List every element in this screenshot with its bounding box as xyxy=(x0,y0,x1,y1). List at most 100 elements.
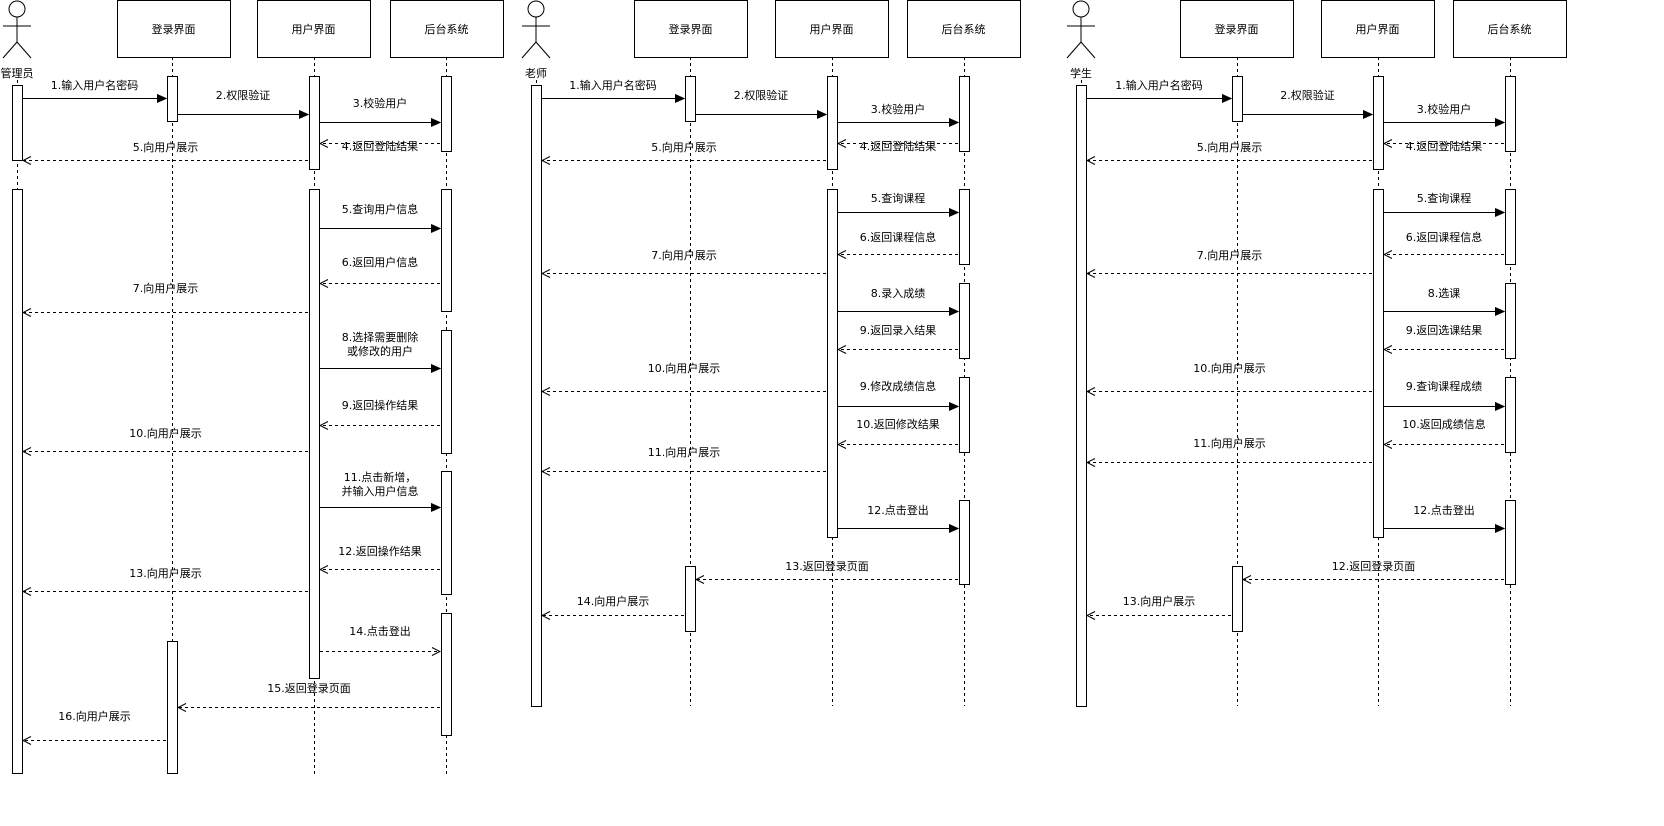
message-label: 16.向用户展示 xyxy=(58,709,131,723)
sequence-diagram-3: 学生登录界面用户界面后台系统1.输入用户名密码2.权限验证3.校验用户4.返回登… xyxy=(1066,0,1567,707)
actor-head xyxy=(8,0,26,18)
activation-bar xyxy=(441,330,452,454)
activation-bar xyxy=(441,189,452,312)
message-label: 9.返回选课结果 xyxy=(1406,324,1483,337)
actor-leg-right xyxy=(535,41,551,59)
activation-bar xyxy=(1232,566,1243,632)
activation-bar xyxy=(959,500,970,585)
participant-label: 登录界面 xyxy=(669,22,713,36)
participant-box xyxy=(1453,0,1567,58)
message-label: 6.返回用户信息 xyxy=(342,255,419,269)
actor-label: 管理员 xyxy=(1,66,34,80)
actor-leg-left xyxy=(2,41,18,59)
actor-head xyxy=(527,0,545,18)
actor-label: 老师 xyxy=(525,67,547,80)
activation-bar xyxy=(12,189,23,774)
participant-label: 后台系统 xyxy=(1488,22,1532,36)
activation-bar xyxy=(1505,76,1516,152)
message-label: 12.点击登出 xyxy=(1413,503,1475,517)
actor-leg-right xyxy=(16,41,32,59)
activation-bar xyxy=(441,471,452,595)
message-label: 5.查询课程 xyxy=(871,191,926,205)
participant-box xyxy=(1180,0,1294,58)
message-label: 14.向用户展示 xyxy=(577,594,650,608)
message-label: 9.修改成绩信息 xyxy=(860,379,937,393)
message-label: 3.校验用户 xyxy=(353,96,408,110)
activation-bar xyxy=(441,76,452,152)
participant-label: 用户界面 xyxy=(1356,22,1400,36)
message-label: 10.向用户展示 xyxy=(129,426,202,440)
activation-bar xyxy=(309,76,320,170)
participant-box xyxy=(775,0,889,58)
activation-bar xyxy=(441,613,452,736)
activation-bar xyxy=(827,76,838,170)
participant-label: 用户界面 xyxy=(810,22,854,36)
message-label: 5.向用户展示 xyxy=(133,140,199,154)
activation-bar xyxy=(959,76,970,152)
actor-head xyxy=(1072,0,1090,18)
message-label: 10.返回修改结果 xyxy=(856,417,940,431)
message-label: 4.返回登陆结果 xyxy=(1406,139,1483,153)
message-label: 15.返回登录页面 xyxy=(267,681,351,695)
actor-leg-right xyxy=(1080,41,1096,59)
actor-figure xyxy=(2,0,32,59)
message-label: 12.返回登录页面 xyxy=(1332,559,1416,573)
activation-bar xyxy=(959,283,970,359)
activation-bar xyxy=(1232,76,1243,122)
message-label: 13.向用户展示 xyxy=(1123,594,1196,608)
activation-bar xyxy=(1373,76,1384,170)
activation-bar xyxy=(12,85,23,161)
message-label: 7.向用户展示 xyxy=(133,281,199,295)
activation-bar xyxy=(1505,189,1516,265)
participant-label: 用户界面 xyxy=(292,22,336,36)
message-label: 12.返回操作结果 xyxy=(338,544,422,558)
message-label: 8.录入成绩 xyxy=(871,287,926,300)
message-label: 9.返回操作结果 xyxy=(342,398,419,412)
activation-bar xyxy=(827,189,838,538)
sequence-diagram-1: 管理员登录界面用户界面后台系统1.输入用户名密码2.权限验证3.校验用户4.返回… xyxy=(1,0,504,775)
activation-bar xyxy=(1505,283,1516,359)
message-label: 3.校验用户 xyxy=(871,102,926,116)
activation-bar xyxy=(1373,189,1384,538)
activation-bar xyxy=(959,377,970,453)
message-label: 14.点击登出 xyxy=(349,624,411,638)
message-label: 13.返回登录页面 xyxy=(785,559,869,573)
actor-figure xyxy=(1066,0,1096,59)
message-label: 1.输入用户名密码 xyxy=(1115,78,1203,92)
participant-label: 后台系统 xyxy=(942,22,986,36)
message-label: 13.向用户展示 xyxy=(129,566,202,580)
message-label: 7.向用户展示 xyxy=(651,248,717,262)
activation-bar xyxy=(1505,500,1516,585)
message-label: 12.点击登出 xyxy=(867,503,929,517)
message-label: 5.查询用户信息 xyxy=(342,202,419,216)
message-label: 9.返回录入结果 xyxy=(860,324,937,337)
message-label: 5.查询课程 xyxy=(1417,191,1472,205)
message-label: 4.返回登陆结果 xyxy=(342,139,419,153)
message-label: 2.权限验证 xyxy=(216,88,271,102)
message-label: 6.返回课程信息 xyxy=(860,230,937,244)
activation-bar xyxy=(167,76,178,122)
participant-box xyxy=(634,0,748,58)
message-label: 10.向用户展示 xyxy=(648,361,721,375)
message-label: 11.点击新增，并输入用户信息 xyxy=(342,470,419,498)
message-label: 5.向用户展示 xyxy=(651,140,717,154)
activation-bar xyxy=(309,189,320,679)
participant-label: 登录界面 xyxy=(152,22,196,36)
message-label: 2.权限验证 xyxy=(1280,88,1335,102)
participant-box xyxy=(117,0,231,58)
participant-box xyxy=(390,0,504,58)
message-label: 1.输入用户名密码 xyxy=(569,78,657,92)
participant-label: 登录界面 xyxy=(1215,22,1259,36)
actor-leg-left xyxy=(1066,41,1082,59)
activation-bar xyxy=(685,76,696,122)
activation-bar xyxy=(167,641,178,774)
actor-leg-left xyxy=(521,41,537,59)
message-label: 10.返回成绩信息 xyxy=(1402,417,1486,431)
message-label: 5.向用户展示 xyxy=(1197,140,1263,154)
message-label: 6.返回课程信息 xyxy=(1406,230,1483,244)
sequence-diagram-2: 老师登录界面用户界面后台系统1.输入用户名密码2.权限验证3.校验用户4.返回登… xyxy=(521,0,1021,707)
activation-bar xyxy=(959,189,970,265)
message-label: 7.向用户展示 xyxy=(1197,248,1263,262)
